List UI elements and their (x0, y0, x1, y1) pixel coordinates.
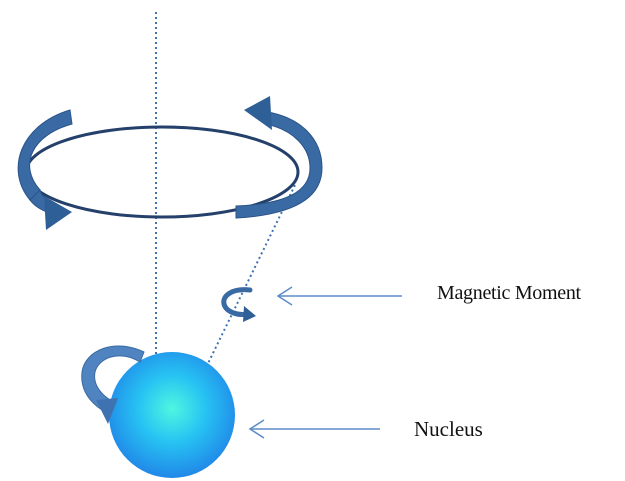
nucleus-label: Nucleus (414, 417, 483, 441)
tilted-axis (155, 182, 297, 471)
precession-ring (24, 125, 300, 219)
nucleus-spin-arrow-icon (81, 345, 145, 424)
rotation-arrow-left-icon (17, 109, 73, 230)
spin-arrow-icon (221, 287, 256, 322)
rotation-arrow-right-icon (235, 96, 323, 219)
magnetic-moment-label: Magnetic Moment (437, 282, 581, 304)
nucleus-sphere (109, 352, 235, 478)
nucleus-pointer-icon (248, 419, 380, 439)
magnetic-moment-pointer-icon (276, 286, 402, 306)
